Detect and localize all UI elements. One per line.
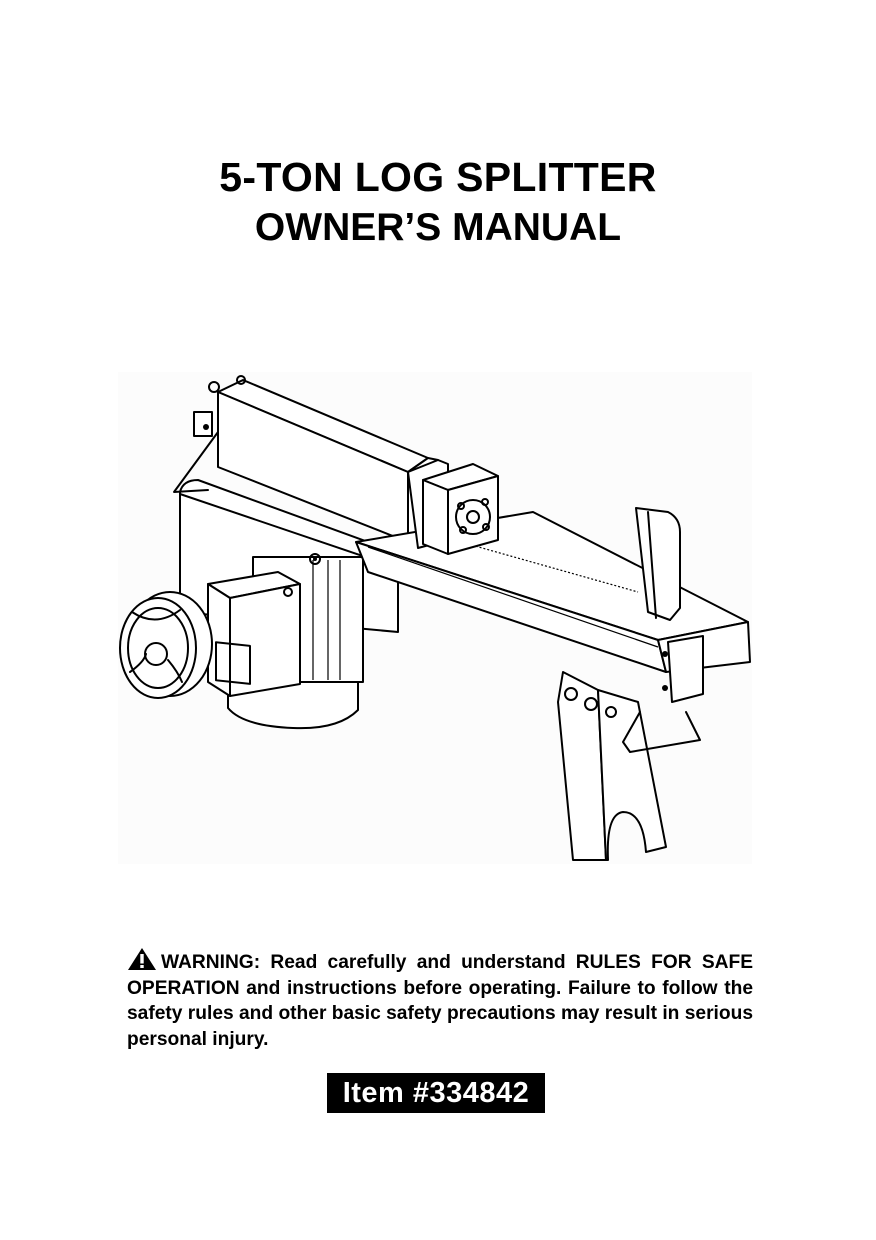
warning-text: Read carefully and understand RULES FOR …: [127, 952, 753, 1050]
page-subtitle: OWNER’S MANUAL: [254, 206, 622, 249]
warning-triangle-icon: [128, 948, 156, 970]
item-number-badge: Item #334842: [327, 1073, 545, 1113]
log-splitter-illustration: [118, 372, 752, 864]
safety-warning: WARNING: Read carefully and understand R…: [127, 947, 753, 1052]
page-title: 5-TON LOG SPLITTER: [219, 154, 657, 200]
log-splitter-drawing: [119, 375, 751, 861]
warning-label: WARNING:: [161, 952, 261, 973]
